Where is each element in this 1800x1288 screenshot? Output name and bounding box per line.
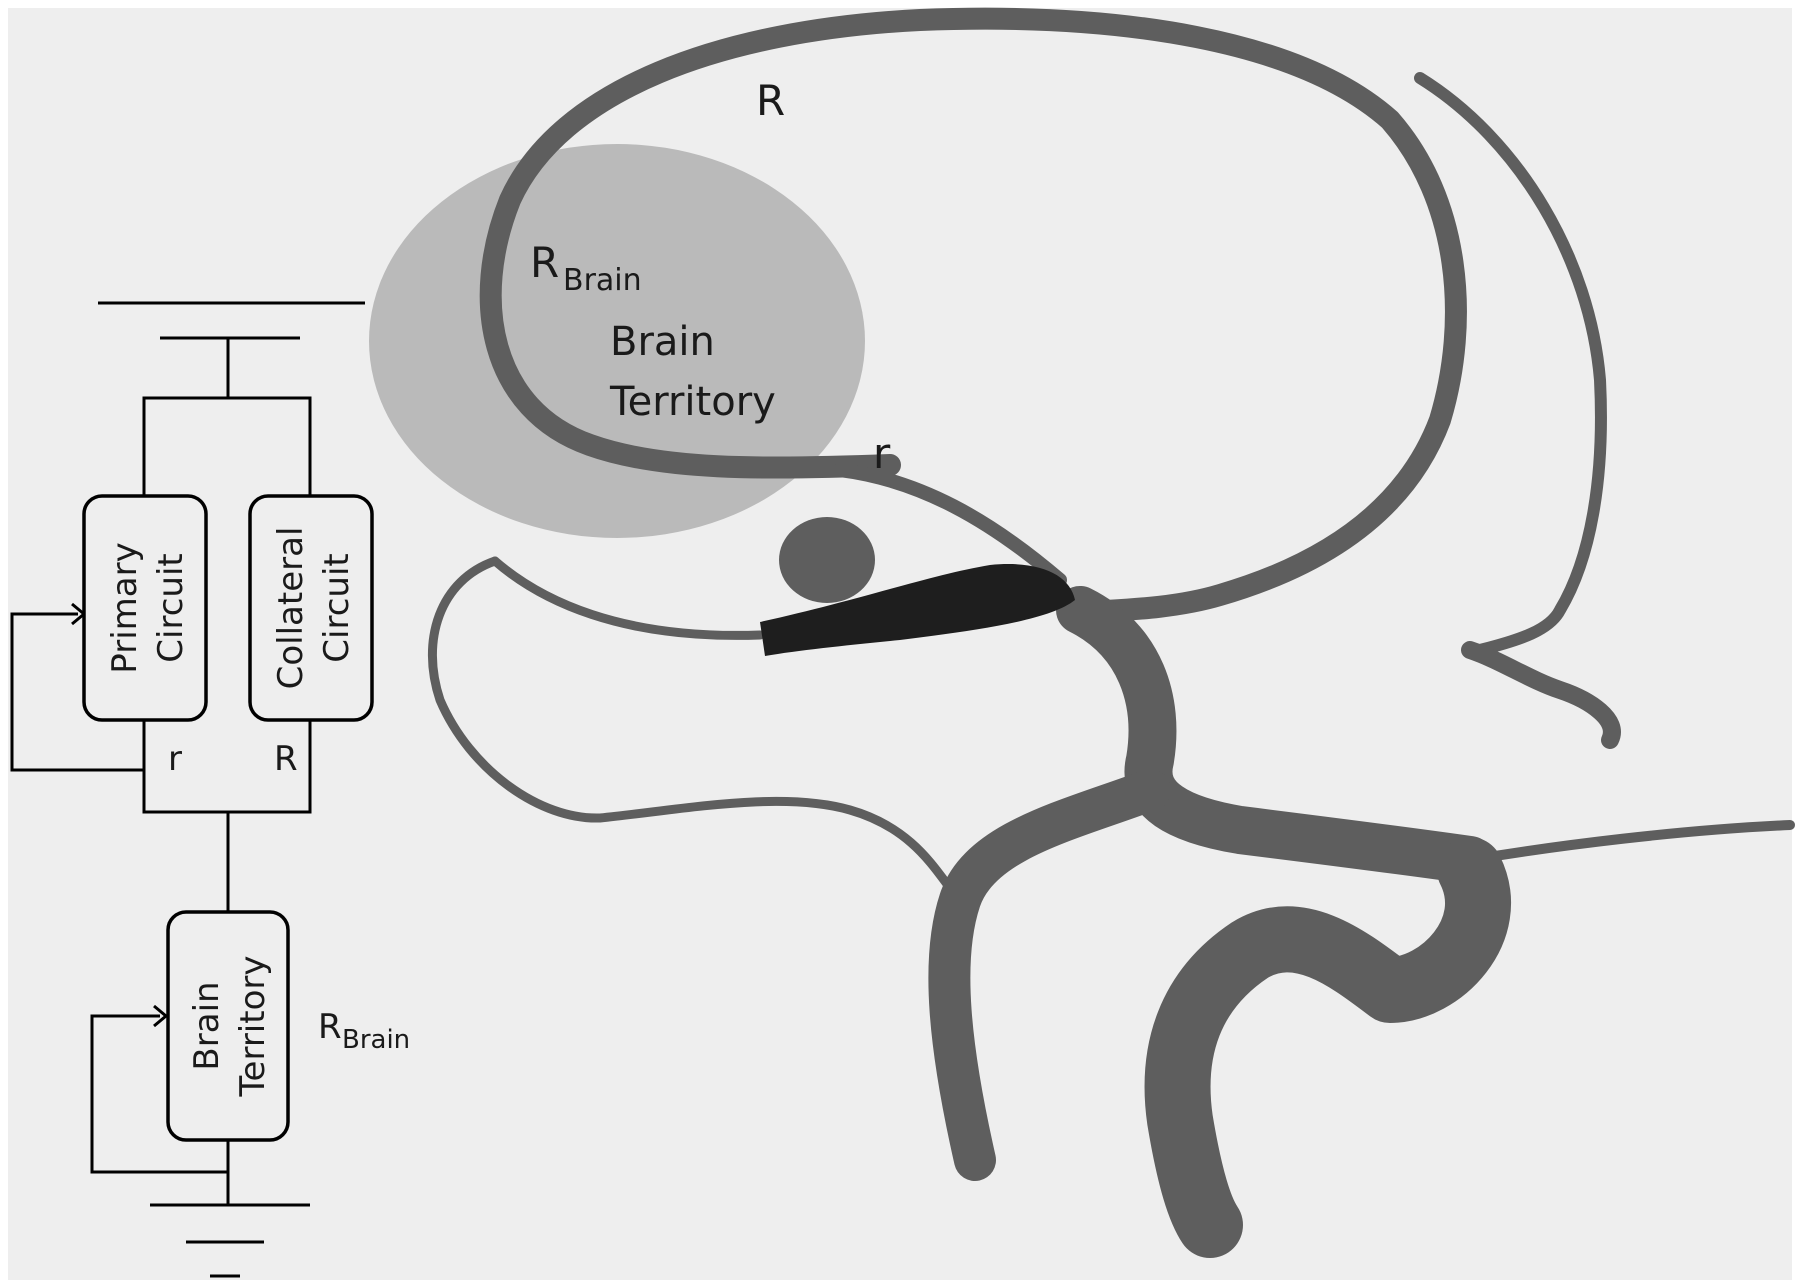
vessel-right-arc (1414, 72, 1607, 656)
collateral-circuit-label-2: Circuit (317, 553, 357, 662)
artery-r-label: r (873, 429, 891, 478)
brain-territory-label-2: Territory (233, 956, 273, 1098)
circuit-R-label: R (274, 739, 298, 779)
territory-label-line1: Brain (610, 319, 715, 365)
vessel-tree (428, 7, 1795, 1258)
wire-parallel-top (142, 396, 312, 496)
collateral-bulb (779, 517, 875, 603)
circuit-schematic (10, 301, 374, 1278)
primary-circuit-label-2: Circuit (151, 553, 191, 662)
circuit-r-label: r (168, 739, 182, 779)
vessel-left-loop (428, 556, 965, 905)
territory-label-line2: Territory (609, 379, 776, 425)
brain-territory-box (166, 910, 290, 1142)
vessel-posterior (1465, 820, 1795, 865)
artery-R-label: R (756, 76, 785, 125)
vessel-lower-right (1144, 837, 1511, 1258)
vessel-central-trunk (1056, 586, 1494, 884)
vessel-outer-arch (479, 7, 1467, 623)
wire-brain-feedback (90, 1014, 228, 1174)
wire-primary-feedback (10, 612, 144, 772)
collateral-circuit-box (248, 494, 374, 722)
vessel-right-branch (1461, 641, 1621, 749)
arrow-brain-feedback (153, 1004, 169, 1028)
circuit-rbrain-sub: Brain (342, 1025, 410, 1055)
vessel-lower-left (928, 769, 1171, 1181)
brain-territory-label-1: Brain (187, 981, 227, 1070)
territory-rbrain-sub: Brain (563, 263, 642, 298)
vessel-r-branch (833, 463, 1067, 587)
occlusion-clot (760, 564, 1075, 656)
primary-circuit-box (82, 494, 208, 722)
territory-rbrain-main: R (530, 238, 559, 287)
primary-circuit-label-1: Primary (105, 542, 145, 673)
collateral-circuit-label-1: Collateral (271, 527, 311, 690)
vessel-left-upper (490, 556, 765, 640)
circuit-rbrain-main: R (318, 1007, 342, 1047)
